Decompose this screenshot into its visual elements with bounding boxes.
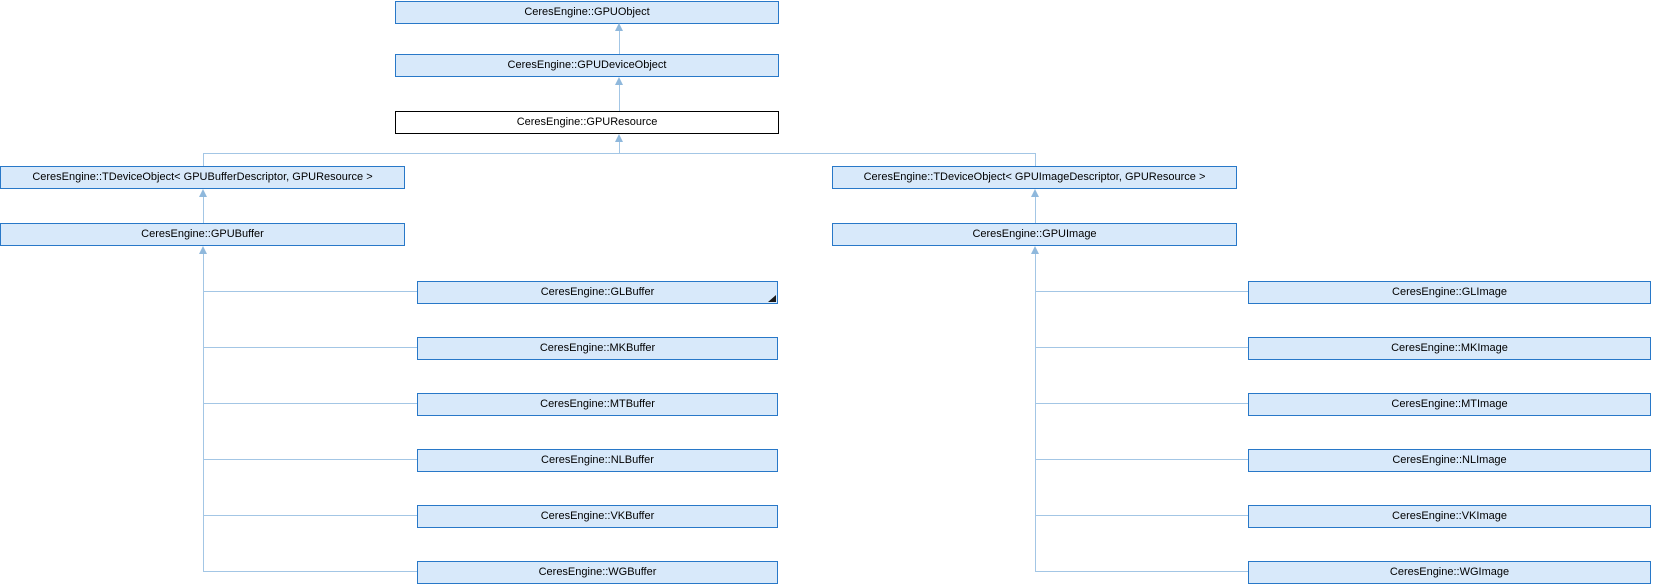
node-mkbuffer[interactable]: CeresEngine::MKBuffer (417, 337, 778, 360)
node-gpuobject[interactable]: CeresEngine::GPUObject (395, 1, 779, 24)
edge-branch-mtimage (1035, 403, 1248, 404)
edge-drop-to-tdevice-buffer (203, 153, 204, 166)
edge-image-children-trunk (1035, 248, 1036, 572)
arrow-up-icon (199, 246, 207, 254)
edge-branch-wgimage (1035, 571, 1248, 572)
node-mtimage[interactable]: CeresEngine::MTImage (1248, 393, 1651, 416)
node-gpuimage[interactable]: CeresEngine::GPUImage (832, 223, 1237, 246)
node-tdeviceobject-buffer[interactable]: CeresEngine::TDeviceObject< GPUBufferDes… (0, 166, 405, 189)
edge-split-horizontal (203, 153, 1036, 154)
edge-branch-glbuffer (203, 291, 417, 292)
arrow-up-icon (1031, 246, 1039, 254)
node-glbuffer[interactable]: CeresEngine::GLBuffer (417, 281, 778, 304)
edge-buffer-children-trunk (203, 248, 204, 572)
arrow-up-icon (199, 189, 207, 197)
node-wgimage[interactable]: CeresEngine::WGImage (1248, 561, 1651, 584)
edge-branch-vkbuffer (203, 515, 417, 516)
node-gpubuffer[interactable]: CeresEngine::GPUBuffer (0, 223, 405, 246)
edge-split-stem (619, 136, 620, 153)
node-tdeviceobject-image[interactable]: CeresEngine::TDeviceObject< GPUImageDesc… (832, 166, 1237, 189)
edge-branch-mkimage (1035, 347, 1248, 348)
edge-gpubuffer-to-tdevice (203, 191, 204, 223)
edge-branch-nlbuffer (203, 459, 417, 460)
edge-branch-wgbuffer (203, 571, 417, 572)
edge-branch-mtbuffer (203, 403, 417, 404)
node-nlimage[interactable]: CeresEngine::NLImage (1248, 449, 1651, 472)
node-gpuresource-current: CeresEngine::GPUResource (395, 111, 779, 134)
node-vkimage[interactable]: CeresEngine::VKImage (1248, 505, 1651, 528)
node-vkbuffer[interactable]: CeresEngine::VKBuffer (417, 505, 778, 528)
edge-branch-glimage (1035, 291, 1248, 292)
edge-gpuresource-to-gpudeviceobject (619, 79, 620, 111)
node-mkimage[interactable]: CeresEngine::MKImage (1248, 337, 1651, 360)
arrow-up-icon (615, 23, 623, 31)
edge-branch-nlimage (1035, 459, 1248, 460)
glbuffer-corner-marker-icon (768, 295, 776, 302)
edge-gpudeviceobject-to-gpuobject (619, 25, 620, 54)
edge-branch-mkbuffer (203, 347, 417, 348)
arrow-up-icon (1031, 189, 1039, 197)
node-gpudeviceobject[interactable]: CeresEngine::GPUDeviceObject (395, 54, 779, 77)
node-nlbuffer[interactable]: CeresEngine::NLBuffer (417, 449, 778, 472)
edge-drop-to-tdevice-image (1035, 153, 1036, 166)
edge-gpuimage-to-tdevice (1035, 191, 1036, 223)
arrow-up-icon (615, 77, 623, 85)
arrow-up-icon (615, 134, 623, 142)
node-glimage[interactable]: CeresEngine::GLImage (1248, 281, 1651, 304)
edge-branch-vkimage (1035, 515, 1248, 516)
node-mtbuffer[interactable]: CeresEngine::MTBuffer (417, 393, 778, 416)
node-wgbuffer[interactable]: CeresEngine::WGBuffer (417, 561, 778, 584)
